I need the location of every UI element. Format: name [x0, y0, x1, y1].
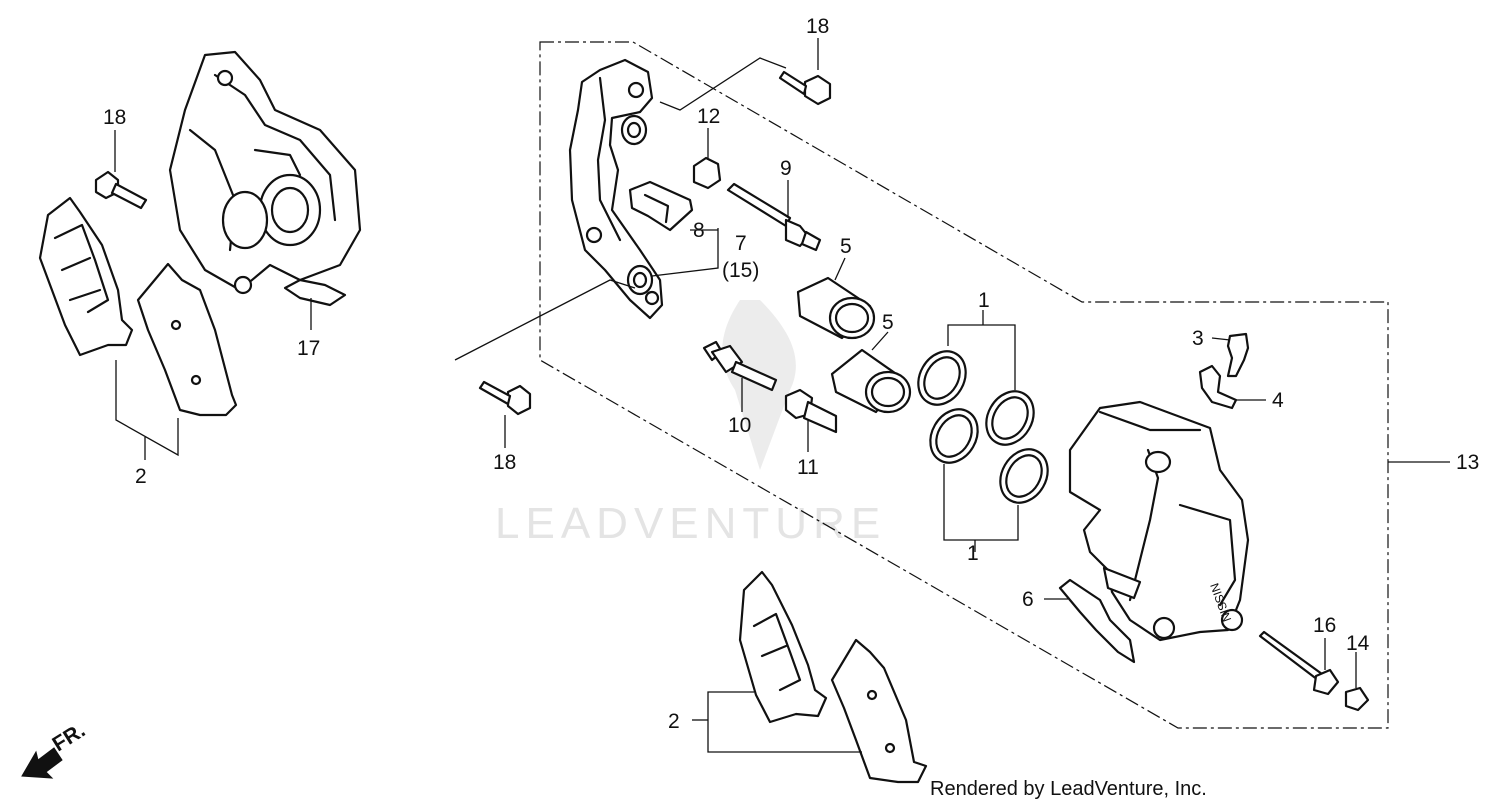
bolt-18-left [94, 170, 148, 210]
caliper-bracket [568, 58, 664, 320]
callout-2-left: 2 [135, 465, 147, 488]
callout-13: 13 [1456, 451, 1479, 474]
watermark-text: LEADVENTURE [495, 499, 886, 548]
piston-5-upper [796, 276, 876, 340]
caliper-body: NISSIN [1068, 400, 1250, 642]
front-direction-arrow-icon [21, 747, 63, 779]
pad-spring-clip [628, 180, 694, 232]
callout-18-left: 18 [103, 106, 126, 129]
caliper-assembly-left [168, 50, 362, 307]
callout-6: 6 [1022, 588, 1034, 611]
slide-bolt-11 [784, 388, 838, 434]
bleeder-screw-3 [1226, 332, 1250, 378]
brake-pads-left [38, 196, 238, 417]
slide-pin-9 [726, 182, 822, 252]
callout-1-upper: 1 [978, 289, 990, 312]
callout-18-bottom: 18 [493, 451, 516, 474]
pad-pin-16 [1258, 630, 1340, 696]
callout-5-upper: 5 [840, 235, 852, 258]
piston-seals [917, 350, 1049, 504]
callout-12: 12 [697, 105, 720, 128]
bolt-18-bottom [478, 380, 532, 416]
callout-7: 7 [735, 232, 747, 255]
callout-5-lower: 5 [882, 311, 894, 334]
callout-1-lower: 1 [967, 542, 979, 565]
callout-4: 4 [1272, 389, 1284, 412]
callout-17: 17 [297, 337, 320, 360]
callout-15: (15) [722, 259, 759, 282]
pin-plug-14 [1344, 686, 1370, 712]
brake-pads-bottom [738, 570, 928, 784]
slide-pin-10 [702, 340, 778, 392]
render-credit: Rendered by LeadVenture, Inc. [930, 778, 1207, 800]
pin-cap-12 [692, 156, 722, 190]
assembly-outline [539, 41, 1389, 729]
callout-18-top: 18 [806, 15, 829, 38]
callout-10: 10 [728, 414, 751, 437]
callout-14: 14 [1346, 632, 1370, 655]
callout-9: 9 [780, 157, 792, 180]
piston-5-lower [830, 348, 912, 414]
callout-11: 11 [797, 456, 819, 479]
bolt-18-top [778, 70, 832, 106]
pad-retainer-6 [1058, 578, 1136, 664]
callout-2-bottom: 2 [668, 710, 680, 733]
callout-3: 3 [1192, 327, 1204, 350]
callout-16: 16 [1313, 614, 1336, 637]
callout-8: 8 [693, 219, 705, 242]
